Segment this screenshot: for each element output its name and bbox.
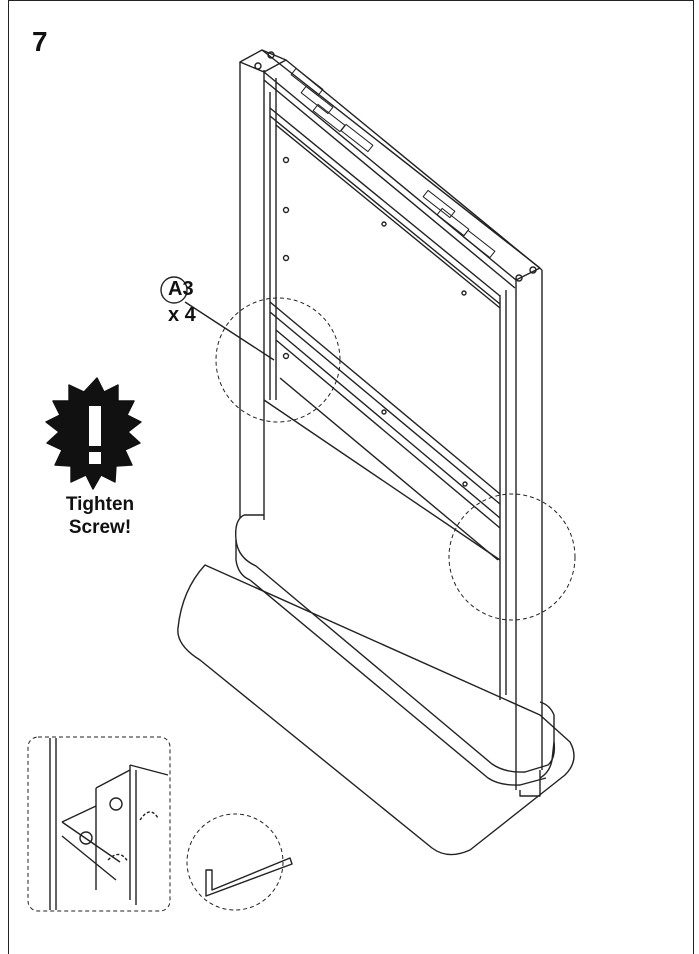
base-plate	[177, 564, 575, 856]
inset-detail	[27, 736, 171, 912]
screws	[254, 51, 537, 487]
base-cover	[234, 514, 556, 786]
leader-line	[184, 301, 275, 361]
part-label: A3	[168, 278, 194, 300]
detail-circles	[215, 297, 576, 621]
left-upright	[239, 49, 287, 520]
warning-line-2: Screw!	[68, 517, 132, 538]
warning-text: Tighten Screw!	[40, 493, 160, 539]
top-beam	[261, 49, 543, 305]
cross-beams	[263, 124, 501, 561]
vent-slots	[290, 67, 496, 259]
right-upright	[499, 267, 543, 797]
part-id-circle	[160, 276, 188, 304]
step-number: 7	[32, 26, 48, 57]
exclamation-starburst-icon	[45, 377, 142, 490]
page-frame	[8, 0, 694, 954]
part-quantity: x 4	[168, 304, 196, 326]
allen-key-icon	[186, 813, 293, 911]
warning-line-1: Tighten	[65, 494, 135, 515]
